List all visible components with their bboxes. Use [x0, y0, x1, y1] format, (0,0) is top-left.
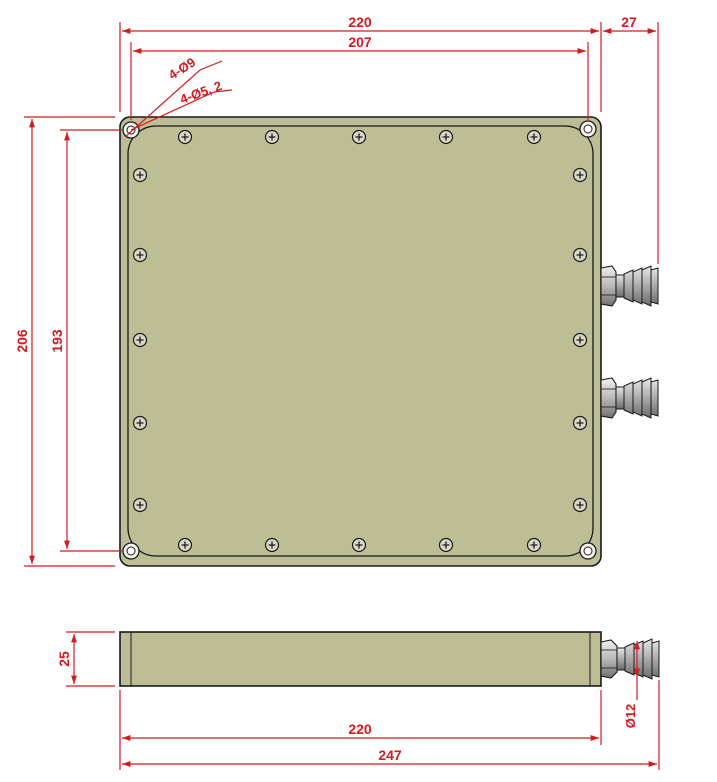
screw-icon [132, 497, 148, 513]
dim-side-width: 220 [348, 721, 372, 737]
dimension-lines [24, 22, 660, 770]
hose-barb-icon [600, 265, 659, 307]
screw-icon [177, 537, 193, 553]
dim-hole-thru: 4-Ø5, 2 [178, 78, 224, 107]
screw-icon [438, 537, 454, 553]
screw-icon [132, 415, 148, 431]
screw-icon [572, 497, 588, 513]
dim-overall-height: 206 [14, 329, 30, 353]
dim-overall-width: 220 [348, 14, 372, 30]
screw-icon [132, 332, 148, 348]
side-plate-body [119, 631, 602, 687]
screw-icon [572, 332, 588, 348]
mounting-hole-icon [579, 120, 597, 138]
hose-barb-icon [600, 377, 659, 419]
dim-hole-spacing-x: 207 [348, 34, 372, 50]
screw-icon [526, 129, 542, 145]
dim-thickness: 25 [56, 651, 72, 667]
lid-screws [132, 129, 588, 553]
screw-icon [572, 415, 588, 431]
screw-icon [264, 537, 280, 553]
top-view [119, 116, 659, 567]
screw-icon [438, 129, 454, 145]
cold-plate-lid [127, 125, 594, 557]
dim-fitting-length: 27 [621, 14, 637, 30]
dim-hole-spacing-y: 193 [49, 329, 65, 353]
screw-icon [264, 129, 280, 145]
side-view [119, 631, 660, 687]
screw-icon [351, 537, 367, 553]
screw-icon [132, 247, 148, 263]
screw-icon [572, 247, 588, 263]
dim-hole-counterbore: 4-Ø9 [166, 55, 198, 83]
screw-icon [132, 167, 148, 183]
dim-barb-diameter: Ø12 [623, 704, 638, 729]
dim-side-total-width: 247 [378, 747, 402, 763]
mounting-hole-icon [122, 542, 140, 560]
screw-icon [526, 537, 542, 553]
screw-icon [351, 129, 367, 145]
screw-icon [572, 167, 588, 183]
mounting-hole-icon [579, 542, 597, 560]
hose-barb-icon [600, 638, 660, 680]
screw-icon [177, 129, 193, 145]
